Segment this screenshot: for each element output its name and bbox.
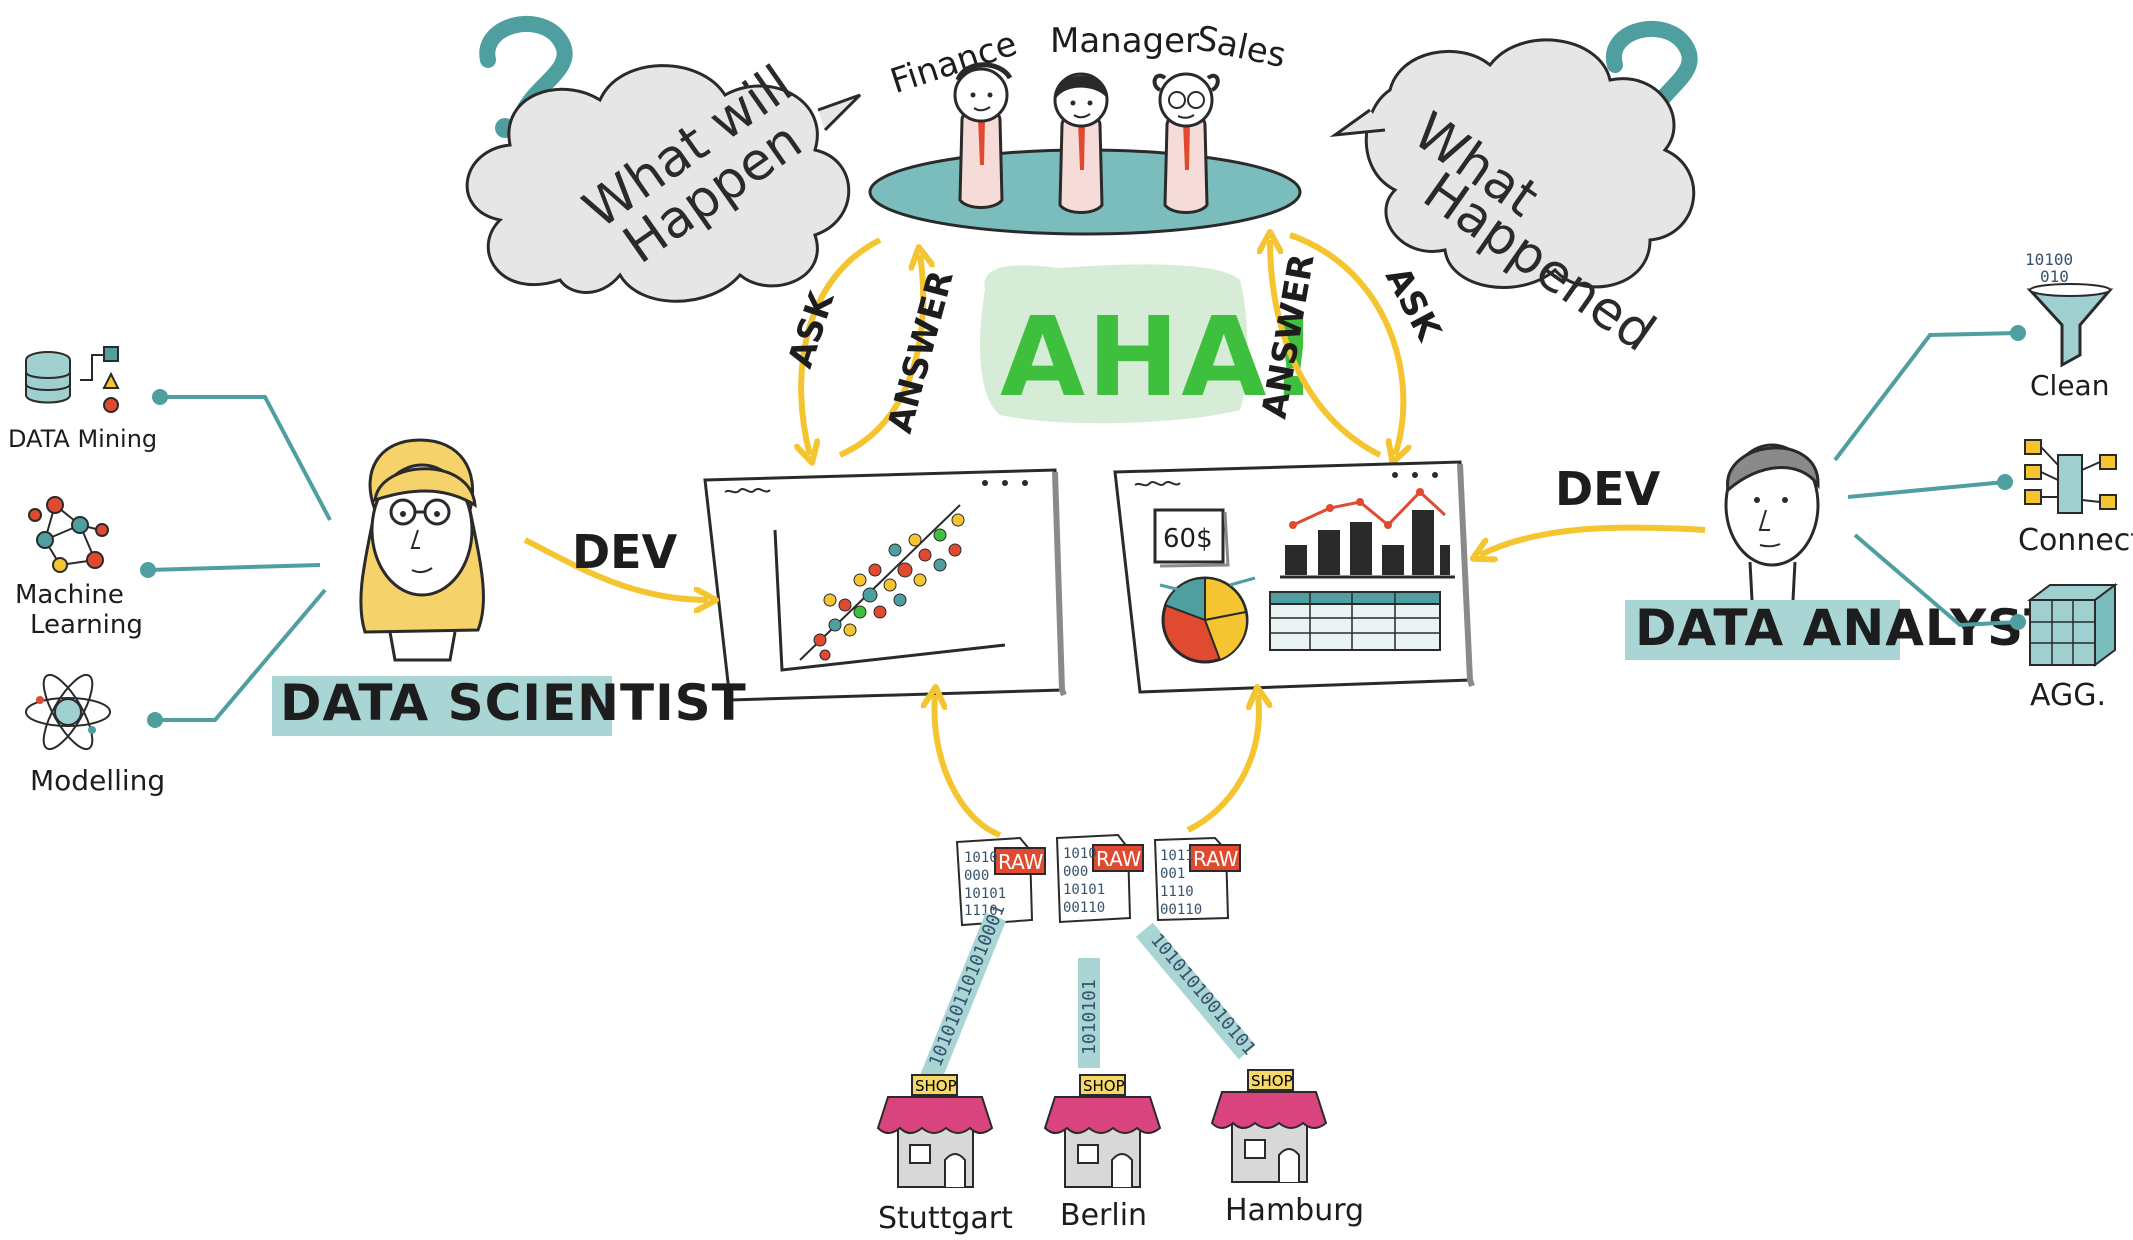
data-scientist-figure: [359, 438, 485, 662]
aha-text: AHA!: [1000, 293, 1321, 421]
skill-clean: Clean: [2030, 369, 2109, 402]
dev-arrow-scientist: [523, 537, 708, 600]
label-manager: Manager: [1050, 21, 1199, 61]
raw-to-scatter-arrow: [934, 695, 1002, 838]
skill-data-mining: DATA Mining: [8, 425, 157, 453]
funnel-icon: [2026, 283, 2114, 368]
person-sales-icon: [1152, 72, 1220, 214]
data-analyst-figure: [1724, 443, 1820, 601]
shop-sign-hamburg: SHOP: [1251, 1072, 1293, 1090]
stream-bits-1: 1010101101010001: [925, 901, 1009, 1070]
funnel-bits-bottom: 010: [2040, 267, 2069, 286]
shop-berlin-icon: SHOP: [1043, 1074, 1162, 1188]
stream-bits-3: 10101010010101: [1146, 930, 1260, 1060]
dev-arrow-analyst: [1480, 524, 1706, 555]
analyst-connectors: [1833, 325, 2026, 630]
person-finance-icon: [953, 62, 1013, 209]
data-stream-hamburg: 10101010010101: [1135, 922, 1260, 1060]
bar-chart-icon: [1280, 488, 1455, 579]
raw-bits-3c: 1110: [1160, 884, 1194, 900]
dev-label-analyst: DEV: [1555, 462, 1661, 516]
skill-machine: Machine: [15, 580, 124, 610]
dashboard-window: 60$: [1113, 460, 1475, 694]
label-sales: Sales: [1192, 18, 1289, 76]
raw-to-dashboard-arrow: [1186, 695, 1259, 833]
raw-bits-2d: 00110: [1063, 900, 1105, 916]
raw-bits-3b: 001: [1160, 866, 1185, 882]
raw-bits-1b: 000: [964, 868, 989, 884]
pie-chart-icon: [1159, 576, 1256, 664]
aha-highlight: [980, 264, 1248, 424]
ask-answer-arrows: [801, 235, 1403, 455]
data-scientist-label: DATA SCIENTIST: [280, 674, 747, 732]
data-analyst-highlight: [1625, 600, 1900, 660]
shop-stuttgart-icon: SHOP: [876, 1074, 994, 1188]
skill-agg: AGG.: [2030, 678, 2106, 713]
raw-tag-3: RAW: [1193, 847, 1239, 871]
shop-sign-berlin: SHOP: [1083, 1077, 1125, 1095]
connect-icon: [2024, 439, 2117, 514]
data-stream-stuttgart: 1010101101010001: [920, 901, 1010, 1084]
label-ask-right: ASK: [1377, 260, 1449, 348]
shop-hamburg-icon: SHOP: [1210, 1069, 1328, 1183]
raw-bits-3a: 1011: [1160, 848, 1194, 864]
raw-bits-1c: 10101: [964, 886, 1006, 902]
label-ask-left: ASK: [781, 285, 843, 372]
database-tree-icon: [25, 346, 120, 413]
cloud-what-happened: What Happened: [1329, 38, 1696, 364]
raw-tag-1: RAW: [998, 850, 1044, 874]
raw-bits-2a: 1010: [1063, 846, 1097, 862]
raw-bits-3d: 00110: [1160, 902, 1202, 918]
skill-learning: Learning: [30, 610, 143, 640]
raw-file-2: RAW 1010 000 10101 00110: [1055, 833, 1144, 924]
stream-bits-2: 1010101: [1079, 979, 1100, 1055]
city-stuttgart: Stuttgart: [878, 1201, 1013, 1236]
data-scientist-highlight: [272, 676, 612, 736]
atom-icon: [25, 673, 111, 751]
raw-bits-1a: 1010: [964, 850, 998, 866]
skill-modelling: Modelling: [30, 764, 165, 797]
data-analyst-label: DATA ANALYST: [1635, 599, 2059, 657]
data-table-icon: [1269, 591, 1441, 651]
price-kpi: 60$: [1163, 524, 1213, 554]
cube-grid-icon: [2027, 583, 2118, 667]
data-stream-berlin: 1010101: [1078, 958, 1100, 1068]
person-manager-icon: [1053, 72, 1109, 214]
city-berlin: Berlin: [1060, 1198, 1147, 1233]
shop-sign-stuttgart: SHOP: [915, 1077, 957, 1095]
dev-label-scientist: DEV: [572, 525, 678, 579]
raw-bits-2b: 000: [1063, 864, 1088, 880]
skill-connect: Connect: [2018, 523, 2133, 558]
funnel-bits-top: 10100: [2025, 250, 2073, 269]
scientist-connectors: [140, 389, 332, 728]
cloud-what-will-happen: What will Happen: [465, 54, 862, 303]
label-answer-left: ANSWER: [880, 266, 962, 437]
city-hamburg: Hamburg: [1225, 1193, 1364, 1228]
raw-file-3: RAW 1011 001 1110 00110: [1153, 836, 1241, 922]
scatter-plot-window: [703, 468, 1067, 702]
scatter-dots: [813, 513, 965, 661]
network-graph-icon: [28, 496, 109, 573]
raw-tag-2: RAW: [1096, 847, 1142, 871]
raw-bits-2c: 10101: [1063, 882, 1105, 898]
